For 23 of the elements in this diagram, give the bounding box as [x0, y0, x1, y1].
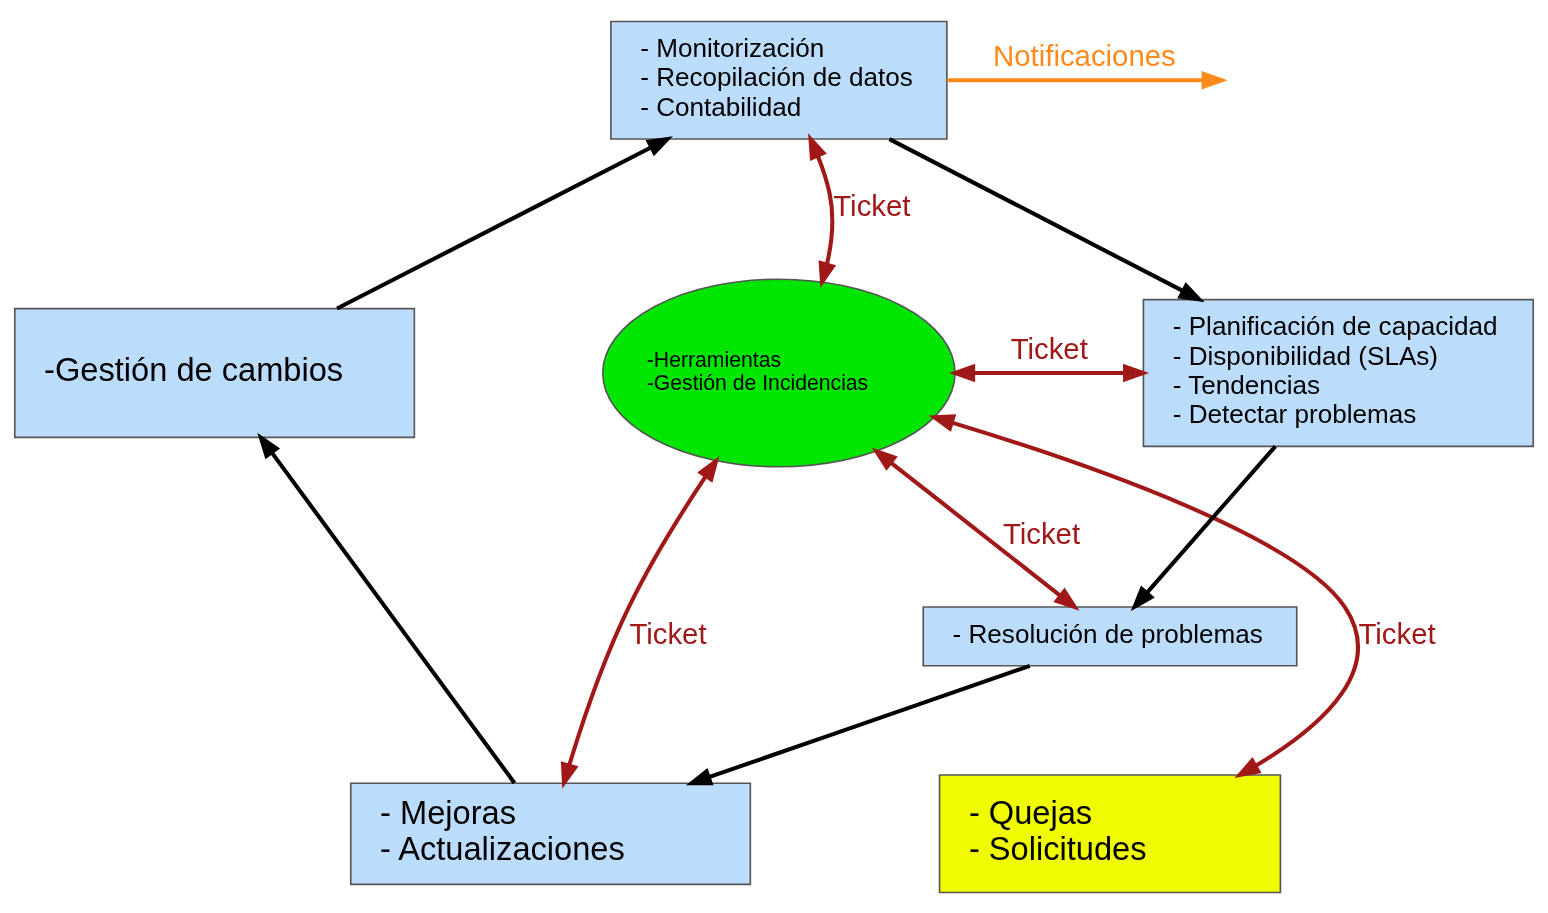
arrow [560, 455, 720, 789]
node-box: - Resolución de problemas [922, 605, 1298, 667]
edge-label: Ticket [833, 188, 911, 222]
arrow [947, 70, 1228, 89]
node-box: - Monitorización - Recopilación de datos - Contabilidad [610, 20, 948, 140]
arrow [808, 132, 837, 288]
arrow [888, 136, 1205, 302]
edge-label: Notificaciones [993, 38, 1176, 72]
arrow [685, 663, 1031, 785]
arrow [871, 446, 1080, 611]
node-box: - Mejoras - Actualizaciones [349, 781, 752, 885]
edge-label: Ticket [1358, 616, 1436, 650]
node-box: -Gestión de cambios [13, 307, 416, 438]
arrow [948, 363, 1150, 382]
arrow [1130, 444, 1277, 611]
edge-label: Ticket [629, 616, 707, 650]
arrow [257, 432, 517, 784]
edge-label: Ticket [1010, 331, 1088, 365]
arrow [336, 135, 673, 310]
edge-label: Ticket [1002, 516, 1081, 550]
node-box: - Planificación de capacidad - Disponibilidad (SLAs) - Tendencias - Detectar problemas [1142, 298, 1535, 447]
node-box: - Quejas - Solicitudes [938, 773, 1282, 893]
arrow [928, 413, 1360, 778]
